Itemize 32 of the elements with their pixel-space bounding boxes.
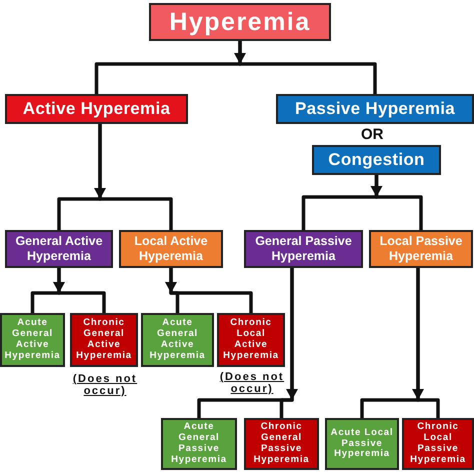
title-box: [149, 3, 331, 41]
node-text: Acute General Active Hyperemia: [148, 318, 206, 362]
node-text: General Passive Hyperemia: [254, 234, 353, 264]
node-text: Acute General Passive Hyperemia: [170, 422, 228, 466]
node-text: General Active Hyperemia: [14, 234, 104, 264]
note-text: (Does not occur): [218, 371, 286, 395]
leaf-box: [141, 313, 214, 367]
node-text: Acute Local Passive Hyperemia: [330, 428, 394, 460]
category-box: [276, 94, 474, 124]
node-text: Local Active Hyperemia: [133, 234, 209, 264]
node-text: Acute General Active Hyperemia: [4, 318, 62, 362]
node-text: Chronic General Passive Hyperemia: [252, 422, 310, 466]
leaf-box: [402, 418, 474, 470]
node-text: Local Passive Hyperemia: [378, 234, 464, 264]
node-text: Congestion: [328, 150, 425, 170]
category-box: [369, 230, 473, 268]
category-box: [5, 94, 188, 124]
node-text: Chronic Local Passive Hyperemia: [409, 422, 467, 466]
category-box: [5, 230, 113, 268]
note-text: (Does not occur): [72, 373, 138, 397]
node-text: Passive Hyperemia: [294, 98, 456, 120]
node-text: Active Hyperemia: [22, 98, 170, 120]
connector-word: OR: [361, 126, 384, 143]
node-text: Hyperemia: [169, 7, 311, 37]
category-box: [312, 145, 441, 175]
node-text: Chronic General Active Hyperemia: [75, 318, 133, 362]
node-text: Chronic Local Active Hyperemia: [222, 318, 280, 362]
leaf-box: [325, 418, 399, 470]
category-box: [119, 230, 223, 268]
leaf-box: [244, 418, 319, 470]
category-box: [244, 230, 363, 268]
leaf-box: [161, 418, 237, 470]
